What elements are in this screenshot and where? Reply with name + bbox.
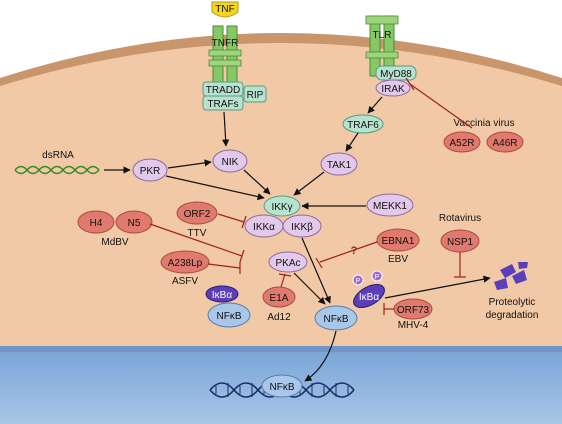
phospho-node-2 [371,270,383,282]
nfkb-label-nucleus: NFκB [270,382,295,393]
a46r-node [486,131,524,153]
irak-label: IRAK [381,84,405,95]
mekk1-label: MEKK1 [373,201,407,212]
trafs-label: TRAFs [207,99,238,110]
rip-label: RIP [247,90,264,101]
ikk-alpha-label: IKKα [253,222,275,233]
vaccinia-label: Vaccinia virus [454,118,515,129]
trafs-node [202,95,244,111]
activation-arrows [104,96,491,382]
tnfr-label: TNFR [212,38,239,49]
nfkb-label-left: NFκB [217,311,242,322]
traf6-node [342,114,384,134]
nik-node [212,149,248,173]
nfkb-label-right: NFκB [324,314,349,325]
tnf-label: TNF [215,4,234,15]
irak-node [375,79,411,97]
rotavirus-label: Rotavirus [439,213,481,224]
n5-node [115,210,153,234]
h4-label: H4 [90,218,103,229]
orf2-node [176,201,218,225]
cytoplasm [0,43,562,424]
n5-label: N5 [128,218,141,229]
ebna1-node [376,228,420,252]
traf6-label: TRAF6 [347,120,379,131]
rip-node [243,85,267,103]
pkac-label: PKAc [275,258,300,269]
a52r-label: A52R [449,138,474,149]
question-mark: ? [351,245,358,257]
tlr-label: TLR [373,30,392,41]
tradd-label: TRADD [206,85,240,96]
ad12-label: Ad12 [267,312,291,323]
mhv4-label: MHV-4 [398,320,429,331]
ebna1-label: EBNA1 [382,236,415,247]
a238lp-node [160,250,210,274]
e1a-node [262,286,296,308]
phospho-label-1: P [356,278,361,285]
dsrna-helix [14,165,100,175]
ikk-gamma-label: IKKγ [271,202,292,213]
orf2-label: ORF2 [184,209,211,220]
a52r-node [443,131,481,153]
tnf-ligand [211,1,239,18]
pkac-node [268,251,308,273]
pkr-node [132,158,168,182]
nfkb-node-left [207,302,251,328]
degradation-label-line2: degradation [486,310,539,321]
tak1-node [320,152,358,176]
nfkb-node-nucleus [261,374,303,398]
ebv-label: EBV [388,254,408,265]
ikba-label-right: IκBα [359,292,379,303]
phospho-node-1 [352,274,364,286]
myd88-label: MyD88 [380,69,412,80]
nfkb-node-right [314,305,358,331]
orf73-label: ORF73 [397,305,430,316]
degraded-fragments [494,262,528,290]
tak1-label: TAK1 [327,160,352,171]
asfv-label: ASFV [172,276,198,287]
ikk-beta-node [282,214,322,238]
e1a-label: E1A [270,293,289,304]
mdbv-label: MdBV [101,237,129,248]
nik-label: NIK [222,157,239,168]
h4-node [77,210,115,234]
ikba-node-right [353,283,385,309]
a46r-label: A46R [492,138,517,149]
phospho-label-2: P [375,274,380,281]
pkr-label: PKR [140,166,161,177]
ikba-node-left [205,285,239,303]
a238lp-label: A238Lp [168,258,203,269]
degradation-label-line1: Proteolytic [489,297,536,308]
ikk-gamma-node [263,195,301,217]
dsrna-label: dsRNA [42,150,74,161]
inhibition-lines [149,77,473,315]
tnf-receptor [208,25,242,83]
nsp1-label: NSP1 [447,237,474,248]
ikk-beta-label: IKKβ [291,222,313,233]
ikba-label-left: IκBα [212,290,232,301]
ttv-label: TTV [188,228,207,239]
mekk1-node [366,193,414,217]
